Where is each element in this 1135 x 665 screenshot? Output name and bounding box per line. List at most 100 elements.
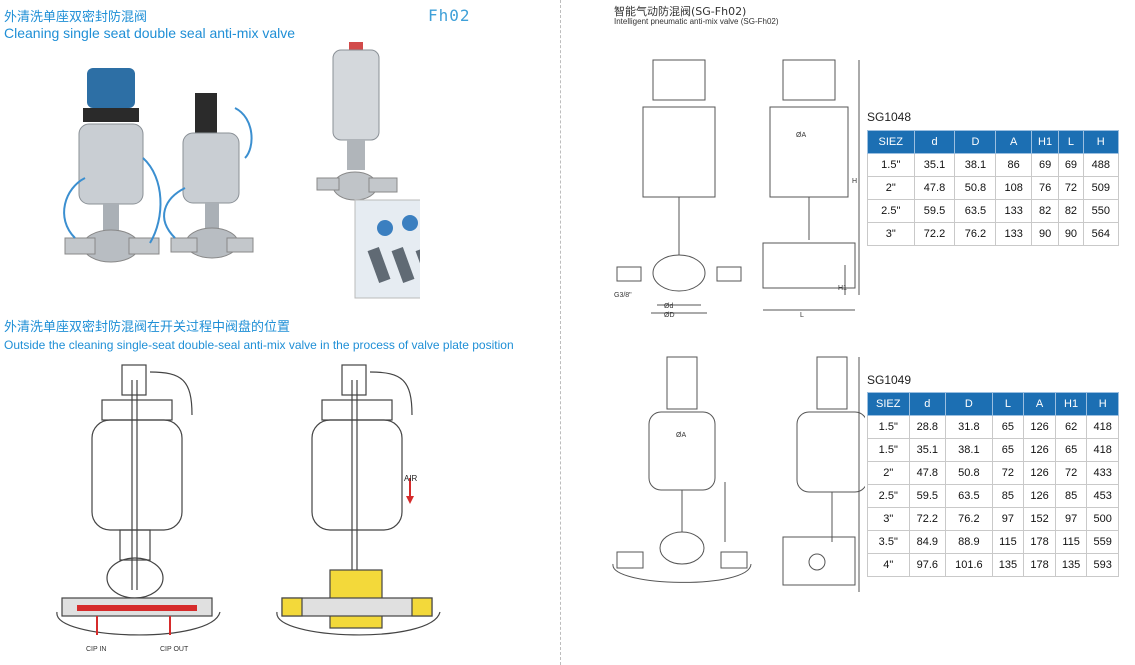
table-cell: 84.9 xyxy=(908,530,947,554)
table-cell: 62 xyxy=(1054,415,1088,439)
table-cell: 47.8 xyxy=(908,461,947,485)
dim-label-h1: H1 xyxy=(838,285,847,292)
table-header-row: SIEZ d D A H1 L H xyxy=(867,130,1120,154)
spec-title-en: Intelligent pneumatic anti-mix valve (SG… xyxy=(614,17,779,26)
table-cell: 72 xyxy=(1054,461,1088,485)
table-cell: 1.5" xyxy=(867,153,915,177)
table-row: 3.5" 84.9 88.9 115 178 115 559 xyxy=(867,530,1119,554)
table-cell: 69 xyxy=(1058,153,1084,177)
column-header: L xyxy=(1058,130,1084,154)
table-cell: 65 xyxy=(991,415,1025,439)
table-cell: 1.5" xyxy=(867,438,910,462)
table-row: 4" 97.6 101.6 135 178 135 593 xyxy=(867,553,1119,577)
cross-section-open xyxy=(276,364,441,636)
table-cell: 178 xyxy=(1023,553,1056,577)
table-cell: 72 xyxy=(1058,176,1084,200)
column-header: L xyxy=(991,392,1025,416)
table-cell: 133 xyxy=(995,222,1032,246)
table-cell: 3" xyxy=(867,507,910,531)
table-cell: 63.5 xyxy=(954,199,997,223)
table-cell: 90 xyxy=(1058,222,1084,246)
table-cell: 550 xyxy=(1082,199,1120,223)
table-cell: 72.2 xyxy=(908,507,947,531)
table-cell: 3" xyxy=(867,222,915,246)
table-row: 3" 72.2 76.2 133 90 90 564 xyxy=(867,222,1120,246)
valve-parts-photo xyxy=(354,199,420,299)
table-cell: 500 xyxy=(1086,507,1119,531)
table-cell: 31.8 xyxy=(945,415,993,439)
spec-table-sg1049: SIEZ d D L A H1 H 1.5" 28.8 31.8 65 126 … xyxy=(867,392,1119,577)
dim-label-l: L xyxy=(800,312,804,319)
section-title-en: Outside the cleaning single-seat double-… xyxy=(4,338,514,352)
table-row: 3" 72.2 76.2 97 152 97 500 xyxy=(867,507,1119,531)
table-cell: 86 xyxy=(995,153,1032,177)
table-cell: 101.6 xyxy=(945,553,993,577)
table-cell: 115 xyxy=(991,530,1025,554)
table-row: 2" 47.8 50.8 72 126 72 433 xyxy=(867,461,1119,485)
table-cell: 152 xyxy=(1023,507,1056,531)
table-cell: 126 xyxy=(1023,461,1056,485)
cip-out-label: CIP OUT xyxy=(160,646,189,653)
valve-photo-black-head xyxy=(163,93,254,259)
table-cell: 2.5" xyxy=(867,484,910,508)
model-sg1048: SG1048 xyxy=(867,110,912,124)
table-cell: 564 xyxy=(1082,222,1120,246)
dim-label-g: G3/8" xyxy=(614,292,632,299)
table-cell: 65 xyxy=(991,438,1025,462)
table-cell: 135 xyxy=(991,553,1025,577)
table-cell: 28.8 xyxy=(908,415,947,439)
valve-photo-stainless xyxy=(316,42,398,201)
table-cell: 3.5" xyxy=(867,530,910,554)
table-cell: 82 xyxy=(1030,199,1060,223)
table-row: 1.5" 35.1 38.1 65 126 65 418 xyxy=(867,438,1119,462)
table-cell: 559 xyxy=(1086,530,1119,554)
table-cell: 50.8 xyxy=(954,176,997,200)
dimension-drawing-sg1048 xyxy=(616,59,860,314)
column-header: d xyxy=(908,392,947,416)
table-cell: 59.5 xyxy=(913,199,956,223)
table-cell: 85 xyxy=(991,484,1025,508)
product-photos xyxy=(63,42,420,299)
table-cell: 35.1 xyxy=(908,438,947,462)
table-cell: 97.6 xyxy=(908,553,947,577)
table-cell: 88.9 xyxy=(945,530,993,554)
table-cell: 97 xyxy=(1054,507,1088,531)
dimension-drawing-sg1049 xyxy=(612,356,865,592)
table-cell: 126 xyxy=(1023,415,1056,439)
column-header: D xyxy=(945,392,993,416)
product-code: Fh02 xyxy=(428,6,471,25)
table-cell: 38.1 xyxy=(945,438,993,462)
table-row: 2" 47.8 50.8 108 76 72 509 xyxy=(867,176,1120,200)
column-header: A xyxy=(1023,392,1056,416)
table-cell: 69 xyxy=(1030,153,1060,177)
table-cell: 50.8 xyxy=(945,461,993,485)
table-cell: 63.5 xyxy=(945,484,993,508)
column-header: H xyxy=(1082,130,1120,154)
dim-label-a-2: ØA xyxy=(676,432,687,439)
table-cell: 38.1 xyxy=(954,153,997,177)
column-header: H1 xyxy=(1030,130,1060,154)
table-cell: 453 xyxy=(1086,484,1119,508)
table-cell: 35.1 xyxy=(913,153,956,177)
table-cell: 85 xyxy=(1054,484,1088,508)
table-row: 1.5" 35.1 38.1 86 69 69 488 xyxy=(867,153,1120,177)
table-cell: 418 xyxy=(1086,415,1119,439)
table-cell: 433 xyxy=(1086,461,1119,485)
table-cell: 509 xyxy=(1082,176,1120,200)
column-header: SIEZ xyxy=(867,392,910,416)
table-header-row: SIEZ d D L A H1 H xyxy=(867,392,1119,416)
product-title-cn: 外清洗单座双密封防混阀 xyxy=(4,10,148,25)
table-cell: 2.5" xyxy=(867,199,915,223)
column-header: D xyxy=(954,130,997,154)
table-cell: 65 xyxy=(1054,438,1088,462)
table-cell: 2" xyxy=(867,461,910,485)
valve-cross-sections xyxy=(56,364,441,636)
table-cell: 76 xyxy=(1030,176,1060,200)
table-cell: 90 xyxy=(1030,222,1060,246)
table-row: 1.5" 28.8 31.8 65 126 62 418 xyxy=(867,415,1119,439)
table-cell: 418 xyxy=(1086,438,1119,462)
table-cell: 488 xyxy=(1082,153,1120,177)
cip-in-label: CIP IN xyxy=(86,646,107,653)
dim-label-d-small: Ød xyxy=(664,303,674,310)
column-header: A xyxy=(995,130,1032,154)
